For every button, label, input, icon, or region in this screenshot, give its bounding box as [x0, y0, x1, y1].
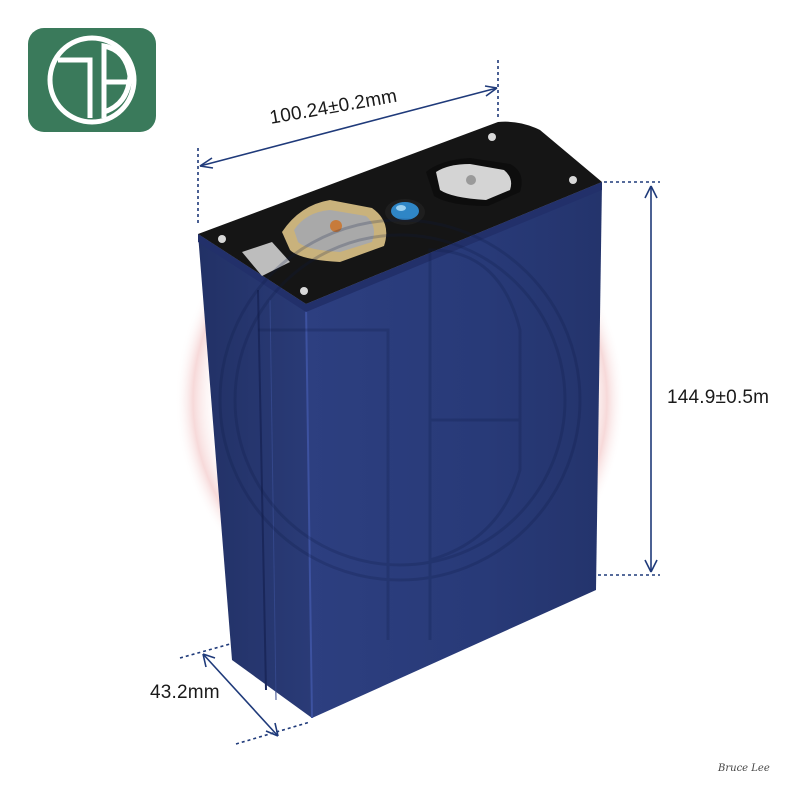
battery-side-face	[198, 234, 312, 718]
depth-dimension-label: 43.2mm	[150, 682, 220, 703]
watermark-logo-icon	[218, 218, 582, 640]
mounting-hole	[300, 287, 308, 295]
depth-dimension	[179, 643, 311, 745]
mounting-hole	[218, 235, 226, 243]
side-panel-line	[257, 289, 267, 691]
height-dimension	[598, 181, 660, 576]
photographer-signature: Bruce Lee	[718, 763, 770, 774]
top-label-sticker	[242, 242, 290, 276]
width-dimension	[197, 60, 499, 226]
battery-front-face	[306, 182, 602, 718]
brand-logo	[28, 28, 156, 132]
front-edge	[305, 303, 313, 719]
side-panel-line	[269, 299, 277, 701]
mounting-hole	[488, 133, 496, 141]
height-dimension-label: 144.9±0.5m	[667, 387, 770, 408]
positive-terminal-icon	[282, 200, 387, 262]
mounting-hole	[569, 176, 577, 184]
negative-terminal-icon	[426, 158, 522, 206]
safety-vent-icon	[385, 199, 425, 225]
